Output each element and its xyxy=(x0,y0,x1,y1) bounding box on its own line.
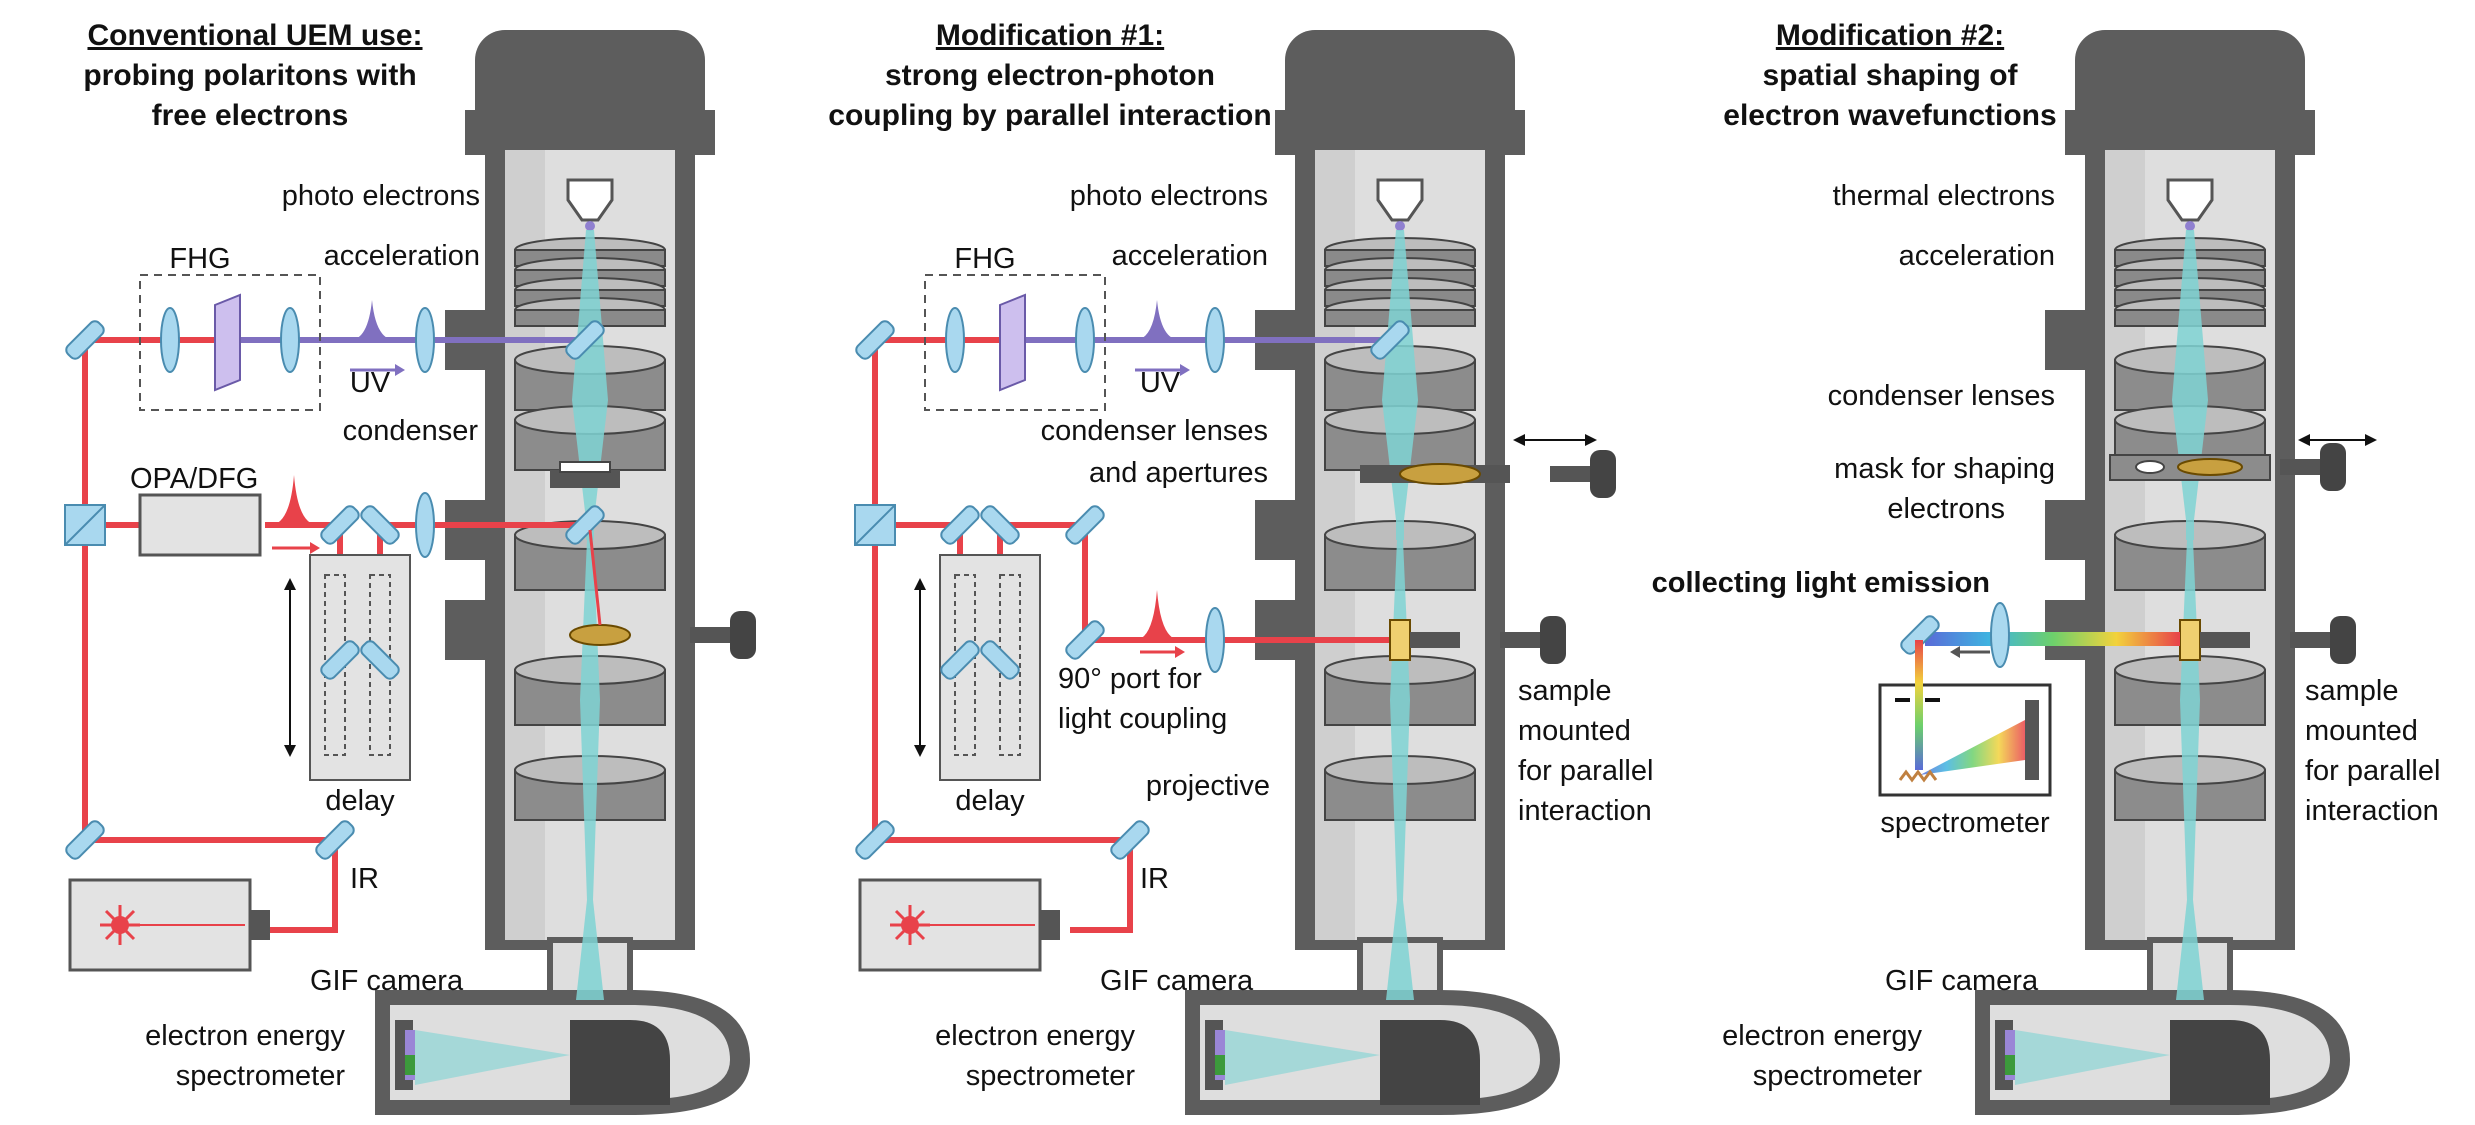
panel2-label-sample1: sample xyxy=(1518,675,1612,707)
panel1-label-spec2: spectrometer xyxy=(176,1060,346,1092)
panel1-label-opa: OPA/DFG xyxy=(130,463,258,495)
panel1-label-condenser: condenser xyxy=(343,415,479,447)
panel1-label-fhg: FHG xyxy=(169,243,230,275)
panel2-label-spec1: electron energy xyxy=(935,1020,1135,1052)
panel2-title-line2: strong electron-photon xyxy=(885,59,1215,92)
panel2-label-cond1: condenser lenses xyxy=(1041,415,1268,447)
panel2-label-ir: IR xyxy=(1140,863,1169,895)
panel2-label-port1: 90° port for xyxy=(1058,663,1202,695)
panel3-label-sample3: for parallel xyxy=(2305,755,2440,787)
panel2-label-cond2: and apertures xyxy=(1089,457,1268,489)
panel1-label-gif: GIF camera xyxy=(310,965,464,997)
panel2-label-uv: UV xyxy=(1140,367,1181,399)
panel3-label-collect: collecting light emission xyxy=(1652,567,1990,599)
panel3-label-cond: condenser lenses xyxy=(1828,380,2055,412)
panel2-label-spec2: spectrometer xyxy=(966,1060,1136,1092)
panel2-label-fhg: FHG xyxy=(954,243,1015,275)
panel2-title-line3: coupling by parallel interaction xyxy=(828,99,1271,132)
panel3-title-line3: electron wavefunctions xyxy=(1723,99,2056,132)
panel3-label-mask1: mask for shaping xyxy=(1834,453,2055,485)
panel3-title-line2: spatial shaping of xyxy=(1762,59,2018,92)
panel1-label-delay: delay xyxy=(325,785,395,817)
panel2-label-port2: light coupling xyxy=(1058,703,1227,735)
panel2-label-sample4: interaction xyxy=(1518,795,1652,827)
panel2-label-photo: photo electrons xyxy=(1070,180,1268,212)
panel3-label-sample2: mounted xyxy=(2305,715,2418,747)
panel3-label-spec1: electron energy xyxy=(1722,1020,1922,1052)
panel1-label-photo: photo electrons xyxy=(282,180,480,212)
panel1-label-accel: acceleration xyxy=(324,240,480,272)
panel1-label-spec1: electron energy xyxy=(145,1020,345,1052)
panel-conventional: Conventional UEM use: probing polaritons… xyxy=(62,19,756,1115)
panel2-label-gif: GIF camera xyxy=(1100,965,1254,997)
panel2-label-accel: acceleration xyxy=(1112,240,1268,272)
panel3-label-accel: acceleration xyxy=(1899,240,2055,272)
panel1-title-line1: Conventional UEM use: xyxy=(87,19,422,52)
panel2-label-delay: delay xyxy=(955,785,1025,817)
panel1-title-line2: probing polaritons with xyxy=(83,59,416,92)
panel3-label-spectrometer: spectrometer xyxy=(1880,807,2050,839)
panel3-label-gif: GIF camera xyxy=(1885,965,2039,997)
panel3-title-line1: Modification #2: xyxy=(1776,19,2004,52)
panel3-label-sample4: interaction xyxy=(2305,795,2439,827)
panel1-label-ir: IR xyxy=(350,863,379,895)
panel1-title-line3: free electrons xyxy=(152,99,349,132)
panel2-label-sample3: for parallel xyxy=(1518,755,1653,787)
panel2-label-sample2: mounted xyxy=(1518,715,1631,747)
panel1-label-uv: UV xyxy=(350,367,391,399)
panel3-label-spec2: spectrometer xyxy=(1753,1060,1923,1092)
panel3-label-thermal: thermal electrons xyxy=(1833,180,2055,212)
panel-modification-1: Modification #1: strong electron-photon … xyxy=(828,19,1653,1115)
panel2-title-line1: Modification #1: xyxy=(936,19,1164,52)
panel-modification-2: Modification #2: spatial shaping of elec… xyxy=(1652,19,2440,1115)
panel2-label-proj: projective xyxy=(1146,770,1270,802)
panel3-label-sample1: sample xyxy=(2305,675,2399,707)
panel3-label-mask2: electrons xyxy=(1887,493,2005,525)
